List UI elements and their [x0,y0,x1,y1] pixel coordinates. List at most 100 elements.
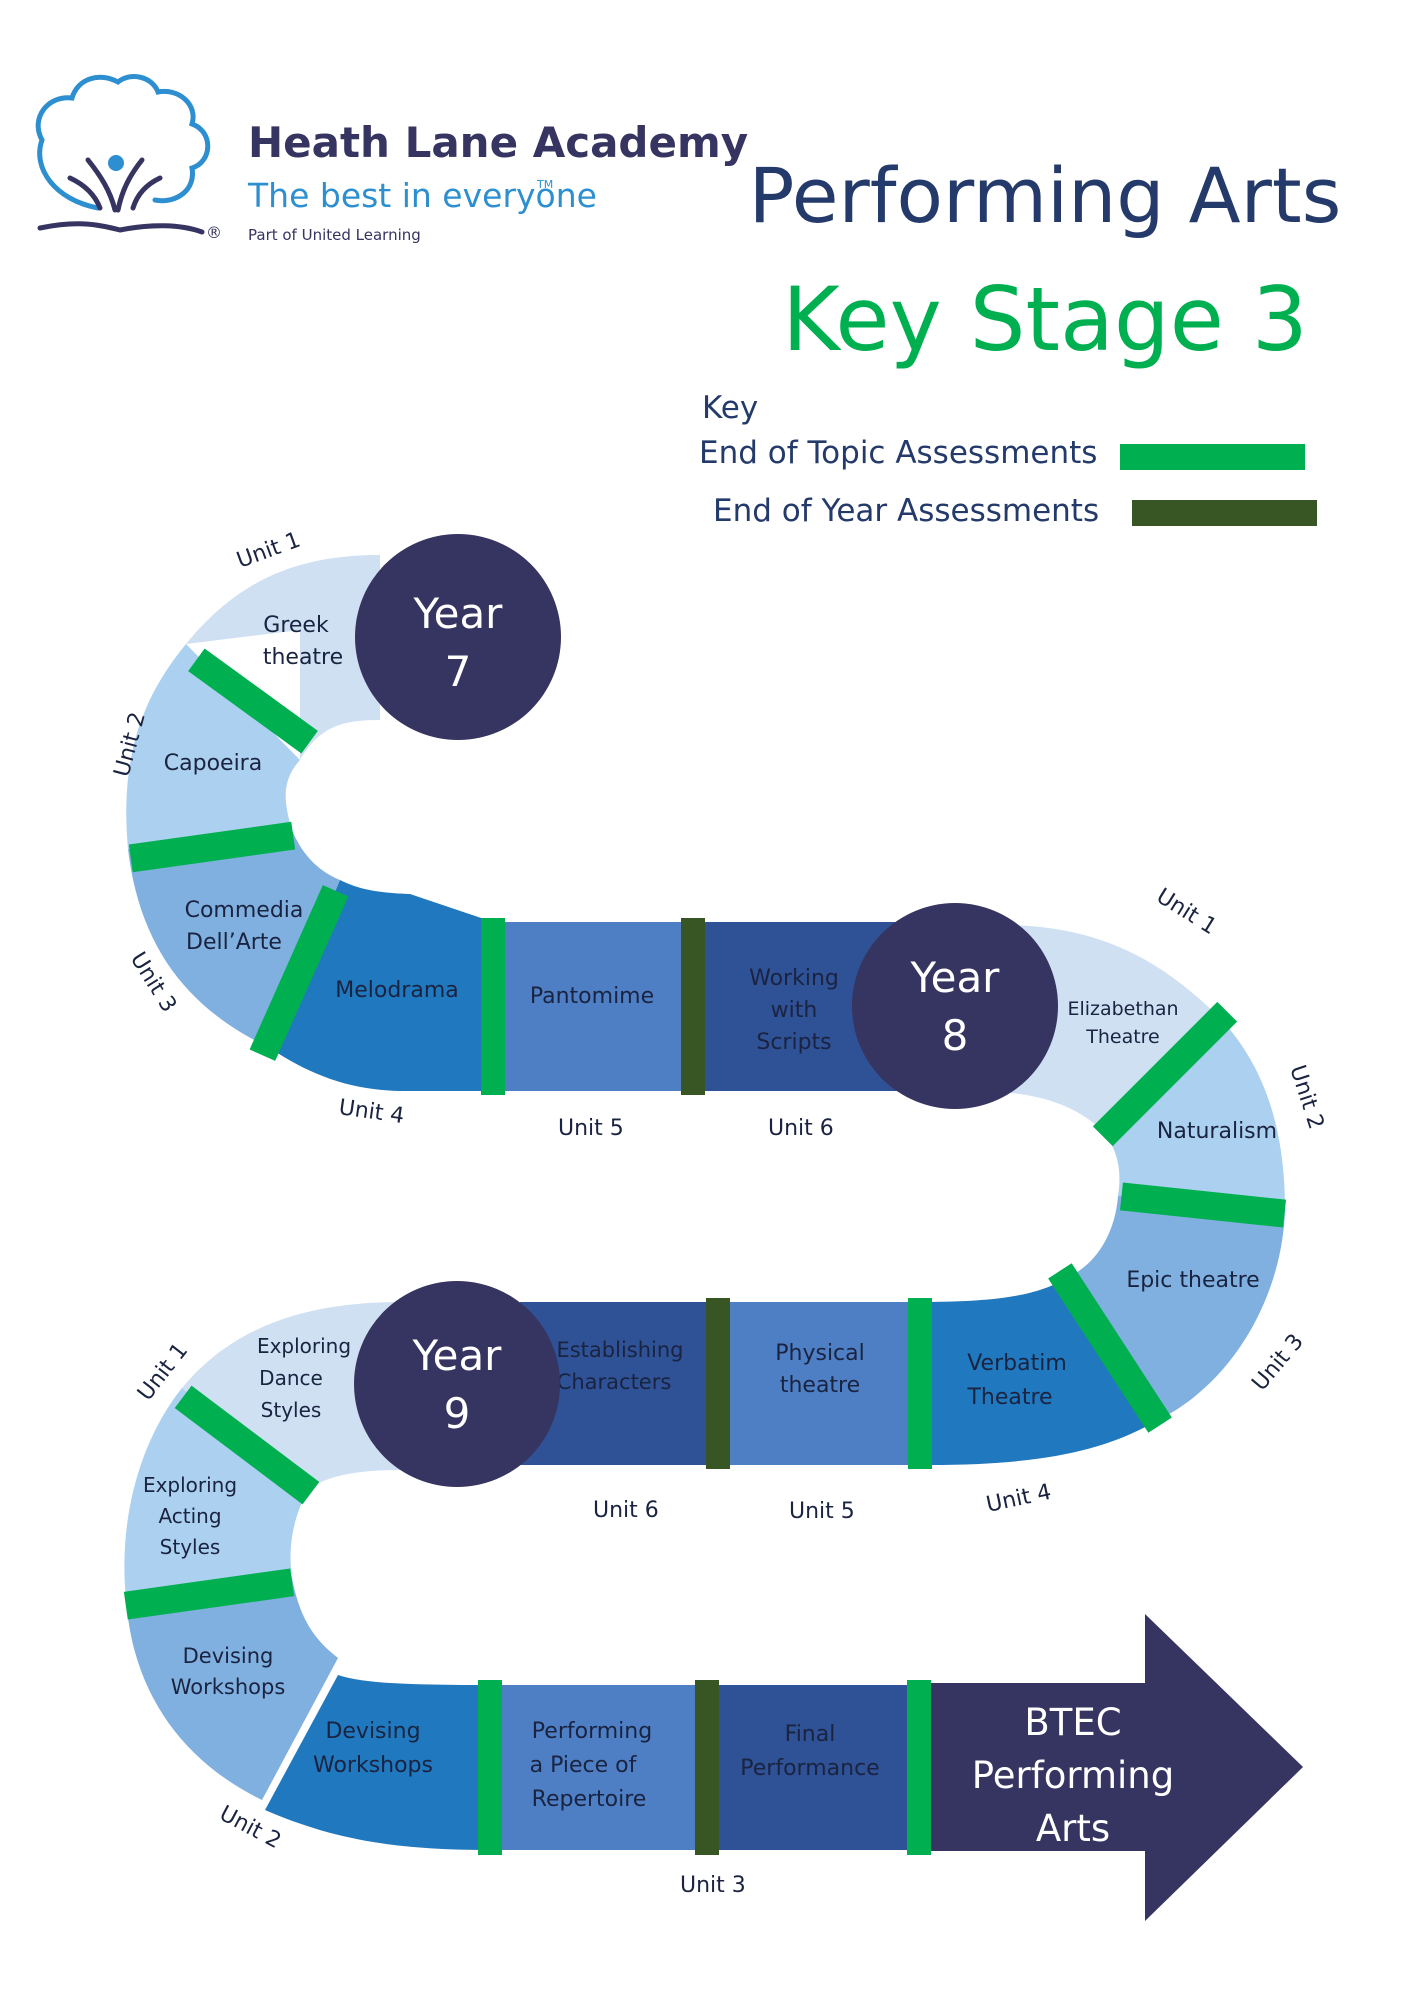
y8-year-divider [706,1298,730,1469]
school-tagline: The best in everyone [247,176,597,215]
y7-unit1-segment [186,555,380,760]
registered-mark: ® [206,223,222,242]
y9-u1-title-1: Exploring [257,1334,351,1358]
y9-topic-divider-3 [478,1680,502,1855]
year7-label: Year [413,589,504,638]
y9-u3a-title-3: Repertoire [532,1787,647,1812]
y7-topic-divider-3 [249,885,349,1061]
y9-u3a-title-1: Performing [532,1719,652,1744]
roots-icon [37,221,205,235]
key-heading: Key [702,390,758,426]
y9-u2b-title-1: Devising [183,1644,274,1668]
y7-u5-title: Pantomime [530,984,654,1009]
y7-topic-divider-1 [188,648,318,754]
btec-title-1: BTEC [1024,1701,1121,1744]
school-name: Heath Lane Academy [248,118,748,167]
y7-u3-title-2: Dell’Arte [186,930,282,955]
y8-unit2-segment [1102,1016,1285,1210]
y9-u3-title-2: Performance [740,1756,879,1781]
y7-u6-title-3: Scripts [756,1030,831,1055]
y9-u2a-title-1: Exploring [143,1473,237,1497]
y7-unit1-label: Unit 1 [234,528,304,574]
school-affiliation: Part of United Learning [248,226,421,244]
y7-unit5-label: Unit 5 [558,1116,624,1141]
y7-u6-title-1: Working [749,966,839,991]
y8-unit6-label: Unit 6 [593,1498,659,1523]
tagline-tm: TM [536,178,553,191]
y9-u3-title-1: Final [785,1722,836,1747]
key-year-label: End of Year Assessments [713,493,1099,529]
year9-label: Year [412,1331,503,1380]
y8-u4-title-1: Verbatim [967,1351,1067,1376]
y8-u6-title-1: Establishing [556,1338,683,1362]
page-title: Performing Arts [749,151,1342,240]
y8-topic-divider-3 [1048,1263,1172,1433]
year8-number: 8 [942,1011,969,1060]
y9-u1-title-3: Styles [261,1398,322,1422]
y8-topic-divider-1 [1092,1001,1238,1147]
y9-unit2a-segment [124,1388,308,1598]
y8-u2-title: Naturalism [1157,1119,1277,1144]
y9-unit2c-segment [265,1675,490,1850]
y9-u2-title-1: Devising [325,1719,420,1744]
y8-topic-divider-2 [1119,1182,1287,1228]
y8-unit3-label: Unit 3 [1247,1329,1308,1395]
y9-u2-title-2: Workshops [313,1753,433,1778]
y8-u5-title-2: theatre [780,1373,860,1398]
y9-topic-divider-1 [174,1385,320,1505]
y9-u1-title-2: Dance [259,1366,323,1390]
figure-head-icon [108,155,124,171]
y9-topic-divider-4 [907,1680,931,1855]
y8-u5-title-1: Physical [775,1341,865,1366]
y8-u4-title-2: Theatre [966,1385,1052,1410]
year7-badge [355,534,561,740]
y9-u2a-title-3: Styles [160,1535,221,1559]
school-logo: ® Heath Lane Academy The best in everyon… [35,74,748,244]
y8-u1-title-1: Elizabethan [1067,998,1178,1020]
key-legend: Key End of Topic Assessments End of Year… [699,390,1317,529]
btec-title-3: Arts [1036,1807,1110,1850]
year8-label: Year [910,953,1001,1002]
y9-u3a-title-2: a Piece of [530,1753,638,1778]
btec-title-2: Performing [972,1754,1174,1797]
key-topic-swatch [1120,444,1305,470]
y7-u2-title: Capoeira [164,751,262,776]
y8-unit4-label: Unit 4 [984,1480,1054,1518]
y8-unit2-label: Unit 2 [1284,1062,1328,1132]
y7-u6-title-2: with [771,998,818,1023]
year9-number: 9 [444,1389,471,1438]
y7-topic-divider-4 [481,918,505,1095]
y8-unit1-segment [1000,925,1218,1130]
key-topic-label: End of Topic Assessments [699,435,1097,471]
y7-u1-title-1: Greek [263,613,329,638]
y9-unit3-label: Unit 3 [680,1873,746,1898]
year9-badge [354,1281,560,1487]
y9-u2a-title-2: Acting [158,1504,221,1528]
y8-u1-title-2: Theatre [1085,1026,1160,1048]
y8-unit1-label: Unit 1 [1152,884,1221,940]
y9-unit2b-segment [126,1578,338,1800]
y7-unit4-label: Unit 4 [337,1095,406,1129]
year8-badge [852,903,1058,1109]
y8-unit4-segment [920,1277,1158,1465]
year7-number: 7 [445,647,472,696]
y9-unit3a-segment [490,1685,707,1850]
y8-topic-divider-4 [908,1298,932,1469]
y8-u6-title-2: Characters [557,1370,672,1394]
y9-unit3-segment [707,1685,927,1850]
y9-unit1-segment [182,1302,400,1492]
y7-topic-divider-2 [128,821,296,873]
page-subtitle: Key Stage 3 [782,268,1308,371]
y7-unit5-segment [493,922,693,1091]
y8-unit5-label: Unit 5 [789,1499,855,1524]
y8-u3-title: Epic theatre [1126,1268,1259,1293]
y7-u1-title-2: theatre [263,645,343,670]
y7-u4-title: Melodrama [335,978,459,1003]
y9-topic-divider-2 [123,1568,295,1620]
y7-u3-title-1: Commedia [185,898,304,923]
tree-canopy-icon [35,74,211,211]
tree-trunk-icon [67,157,163,213]
y7-unit2-segment [126,644,300,849]
key-year-swatch [1132,500,1317,526]
